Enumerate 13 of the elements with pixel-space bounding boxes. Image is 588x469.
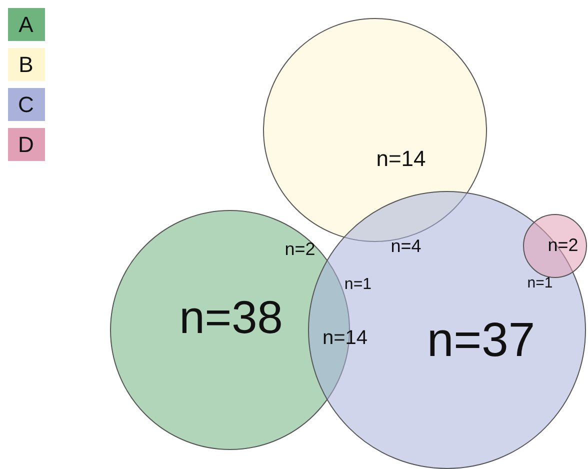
count-label: n=14 bbox=[376, 148, 426, 170]
count-label: n=14 bbox=[322, 328, 368, 348]
count-label: n=2 bbox=[284, 240, 316, 258]
count-label: n=2 bbox=[548, 236, 578, 254]
legend-label: C bbox=[18, 94, 34, 116]
count-label: n=1 bbox=[344, 277, 372, 293]
legend-label: D bbox=[18, 134, 34, 156]
count-label: n=1 bbox=[527, 276, 553, 290]
legend-label: A bbox=[18, 14, 34, 36]
count-label: n=37 bbox=[426, 317, 536, 365]
count-label: n=38 bbox=[179, 294, 283, 340]
count-label: n=4 bbox=[390, 237, 422, 255]
legend-label: B bbox=[18, 54, 34, 76]
